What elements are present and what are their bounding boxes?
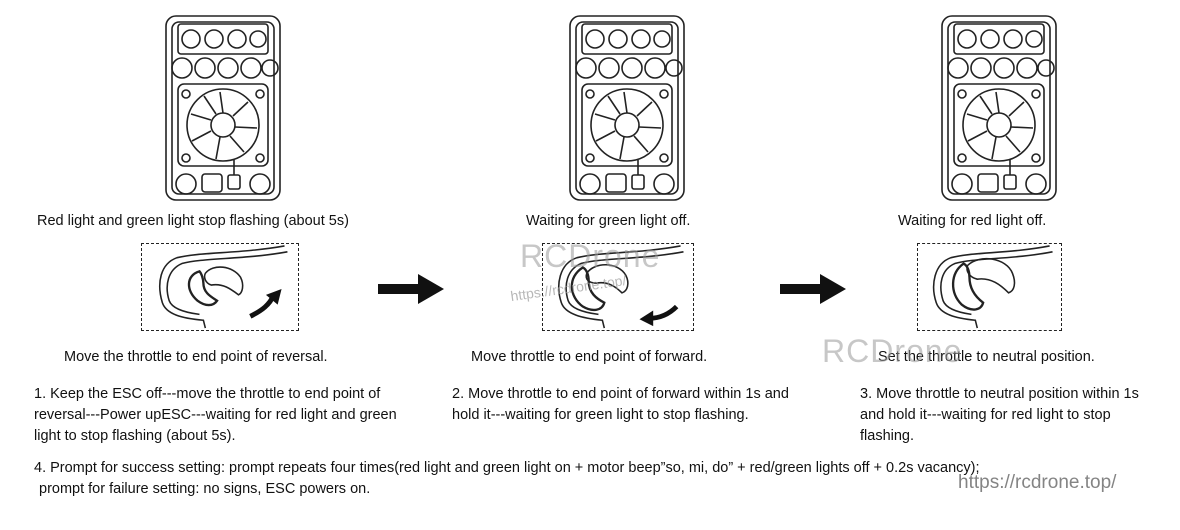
watermark-url-2: https://rcdrone.top/ [958, 472, 1117, 493]
throttle-diagram-reversal [141, 243, 299, 331]
throttle-trigger-icon [159, 245, 288, 329]
step-description-3: 3. Move throttle to neutral position wit… [860, 386, 1139, 444]
rotate-arrow-icon [649, 304, 679, 321]
throttle-caption-2: Move throttle to end point of forward. [471, 349, 708, 365]
throttle-caption-3: Set the throttle to neutral position. [878, 349, 1095, 365]
status-caption-3: Waiting for red light off. [898, 213, 1047, 229]
esc-illustration-3 [934, 12, 1064, 204]
result-summary: 4. Prompt for success setting: prompt re… [34, 458, 1154, 500]
esc-icon [569, 15, 685, 201]
esc-illustration-1 [158, 12, 288, 204]
arrow-right-icon [378, 274, 444, 304]
step-description-1: 1. Keep the ESC off---move the throttle … [34, 386, 397, 444]
watermark-logo: RCDrone [520, 238, 661, 274]
throttle-diagram-forward [542, 243, 694, 331]
esc-icon [941, 15, 1057, 201]
status-caption-2: Waiting for green light off. [526, 213, 691, 229]
watermark-logo-2: RCDrone [822, 333, 963, 369]
throttle-trigger-icon [558, 245, 684, 329]
arrow-right-icon [780, 274, 846, 304]
success-prompt-text: 4. Prompt for success setting: prompt re… [34, 460, 980, 476]
throttle-diagram-neutral [917, 243, 1062, 331]
failure-prompt-text: prompt for failure setting: no signs, ES… [39, 481, 371, 497]
next-step-arrow-2 [780, 274, 846, 304]
throttle-trigger-icon [932, 245, 1053, 329]
throttle-caption-1: Move the throttle to end point of revers… [64, 349, 328, 365]
next-step-arrow-1 [378, 274, 444, 304]
esc-icon [165, 15, 281, 201]
step-description-2: 2. Move throttle to end point of forward… [452, 386, 789, 423]
esc-illustration-2 [562, 12, 692, 204]
status-caption-1: Red light and green light stop flashing … [37, 213, 349, 229]
